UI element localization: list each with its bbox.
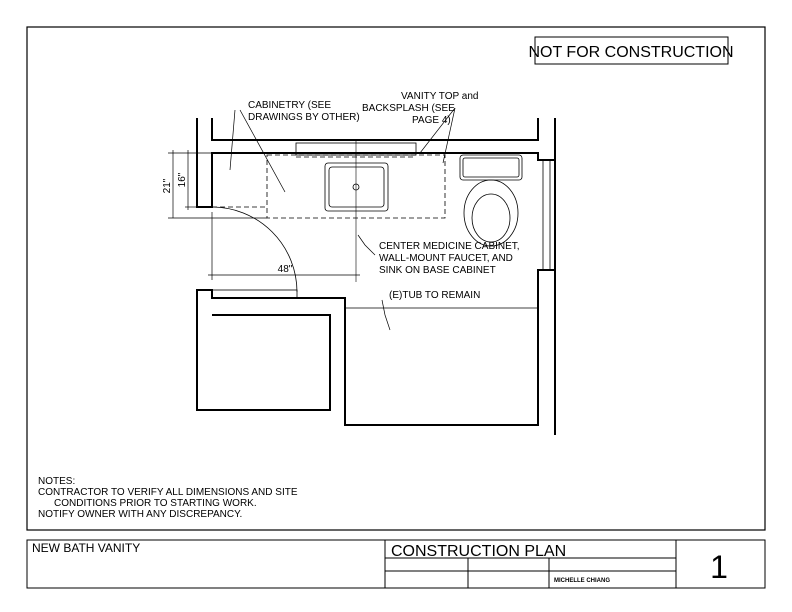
vanity-label-3: PAGE 4) bbox=[412, 115, 451, 126]
note-3: NOTIFY OWNER WITH ANY DISCREPANCY. bbox=[38, 509, 242, 520]
dim-48: 48" bbox=[278, 264, 293, 275]
note-2: CONDITIONS PRIOR TO STARTING WORK. bbox=[54, 498, 257, 509]
cabinetry-label-1: CABINETRY (SEE bbox=[248, 100, 331, 111]
center-label-3: SINK ON BASE CABINET bbox=[379, 265, 496, 276]
vanity-label-2: BACKSPLASH (SEE bbox=[362, 103, 455, 114]
toilet bbox=[459, 154, 523, 247]
note-1: CONTRACTOR TO VERIFY ALL DIMENSIONS AND … bbox=[38, 487, 298, 498]
notes-heading: NOTES: bbox=[38, 476, 75, 487]
stamp-box bbox=[534, 36, 729, 65]
door bbox=[211, 206, 298, 299]
dimensions bbox=[168, 150, 360, 280]
leaders bbox=[229, 107, 456, 331]
drawing-frame bbox=[26, 26, 766, 531]
center-label-1: CENTER MEDICINE CABINET, bbox=[379, 241, 520, 252]
dim-21: 21" bbox=[162, 178, 173, 193]
sheet-title: CONSTRUCTION PLAN bbox=[391, 543, 566, 560]
sheet-number: 1 bbox=[710, 549, 728, 585]
title-block bbox=[26, 539, 766, 589]
vanity bbox=[212, 142, 446, 219]
cabinetry-label-2: DRAWINGS BY OTHER) bbox=[248, 112, 360, 123]
walls bbox=[196, 118, 556, 435]
stamp-text: NOT FOR CONSTRUCTION bbox=[528, 44, 733, 61]
tub-label: (E)TUB TO REMAIN bbox=[389, 290, 480, 301]
dim-16: 16" bbox=[177, 172, 188, 187]
drafter-name: MICHELLE CHIANG bbox=[554, 578, 610, 584]
vanity-label-1: VANITY TOP and bbox=[401, 91, 478, 102]
project-name: NEW BATH VANITY bbox=[32, 541, 140, 555]
center-label-2: WALL-MOUNT FAUCET, AND bbox=[379, 253, 513, 264]
window bbox=[542, 160, 551, 270]
